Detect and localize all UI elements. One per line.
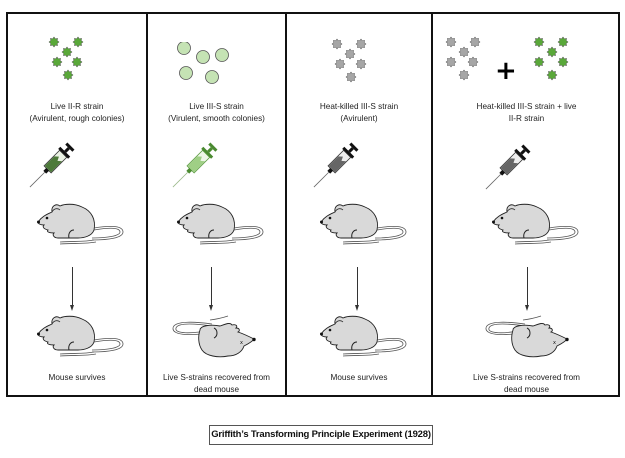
heat-killed-bacterium-icon xyxy=(331,38,343,50)
panel-divider xyxy=(285,12,287,397)
smooth-bacteria-cluster-icon xyxy=(177,42,229,84)
syringe-icon xyxy=(485,144,531,190)
syringe-icon xyxy=(313,142,359,188)
outcome-text: dead mouse xyxy=(193,384,240,394)
outcome-text: Live S-strains recovered from xyxy=(163,373,270,382)
outcome-label: Mouse survives xyxy=(8,372,146,384)
heat-killed-bacterium-icon xyxy=(467,56,479,68)
arrow-down-icon xyxy=(525,305,529,311)
arrow-line xyxy=(527,267,528,307)
heat-killed-bacterium-icon xyxy=(355,58,367,70)
smooth-bacterium-icon xyxy=(215,48,229,62)
arrow-line xyxy=(72,267,73,307)
rough-bacterium-icon xyxy=(546,69,558,81)
rough-bacterium-icon xyxy=(557,36,569,48)
outcome-label: Live S-strains recovered from dead mouse xyxy=(433,372,620,395)
panel-heat-killed-iii-s: Heat-killed III-S strain (Avirulent) Mou… xyxy=(287,12,431,397)
panel-heat-killed-plus-live: + Heat-killed III-S strain + live II-R s… xyxy=(433,12,620,397)
heat-killed-bacterium-icon xyxy=(345,71,357,83)
heat-killed-bacteria-cluster-icon xyxy=(445,36,481,81)
heat-killed-bacterium-icon xyxy=(334,58,346,70)
rough-bacterium-icon xyxy=(546,46,558,58)
panel-live-iii-s: Live III-S strain (Virulent, smooth colo… xyxy=(148,12,285,397)
strain-name: Live III-S strain xyxy=(189,102,244,111)
outcome-text: Mouse survives xyxy=(330,373,388,382)
mouse-dead-icon xyxy=(485,315,570,358)
diagram-title: Griffith’s Transforming Principle Experi… xyxy=(209,425,433,445)
smooth-bacterium-icon xyxy=(177,42,191,55)
heat-killed-bacterium-icon xyxy=(445,56,457,68)
plus-icon: + xyxy=(495,56,517,86)
strain-name: Heat-killed III-S strain + live xyxy=(476,102,577,111)
rough-bacteria-cluster-icon xyxy=(48,36,84,81)
outcome-label: Mouse survives xyxy=(287,372,431,384)
heat-killed-bacterium-icon xyxy=(469,36,481,48)
strain-name: Heat-killed III-S strain xyxy=(319,102,399,111)
strain-description: (Virulent, smooth colonies) xyxy=(168,113,265,123)
syringe-icon xyxy=(172,142,218,188)
mouse-alive-icon xyxy=(491,203,579,245)
rough-bacterium-icon xyxy=(533,36,545,48)
heat-killed-bacteria-cluster-icon xyxy=(331,38,367,83)
heat-killed-bacterium-icon xyxy=(445,36,457,48)
mouse-dead-icon xyxy=(172,315,257,358)
rough-bacterium-icon xyxy=(62,69,74,81)
rough-bacterium-icon xyxy=(51,56,63,68)
smooth-bacterium-icon xyxy=(205,70,219,84)
rough-bacteria-cluster-icon xyxy=(533,36,569,81)
mouse-alive-icon xyxy=(36,203,124,245)
heat-killed-bacterium-icon xyxy=(458,69,470,81)
syringe-icon xyxy=(29,142,75,188)
strain-label: Heat-killed III-S strain + live II-R str… xyxy=(433,101,620,124)
outcome-label: Live S-strains recovered from dead mouse xyxy=(148,372,285,395)
rough-bacterium-icon xyxy=(72,36,84,48)
outcome-text: Live S-strains recovered from xyxy=(473,373,580,382)
strain-description: (Avirulent) xyxy=(340,113,378,123)
heat-killed-bacterium-icon xyxy=(458,46,470,58)
panel-divider xyxy=(431,12,433,397)
outcome-text: Mouse survives xyxy=(48,373,106,382)
outcome-text: dead mouse xyxy=(503,384,550,394)
smooth-bacterium-icon xyxy=(196,50,210,64)
arrow-line xyxy=(357,267,358,307)
mouse-alive-icon xyxy=(36,315,124,357)
heat-killed-bacterium-icon xyxy=(355,38,367,50)
strain-label: Live III-S strain (Virulent, smooth colo… xyxy=(148,101,285,124)
mouse-alive-icon xyxy=(319,315,407,357)
arrow-down-icon xyxy=(70,305,74,311)
diagram-frame xyxy=(6,12,620,397)
strain-description: (Avirulent, rough colonies) xyxy=(29,113,125,123)
arrow-down-icon xyxy=(355,305,359,311)
strain-label: Live II-R strain (Avirulent, rough colon… xyxy=(8,101,146,124)
smooth-bacterium-icon xyxy=(179,66,193,80)
strain-name: Live II-R strain xyxy=(50,102,104,111)
arrow-line xyxy=(211,267,212,307)
strain-description: II-R strain xyxy=(508,113,545,123)
heat-killed-bacterium-icon xyxy=(344,48,356,60)
panel-divider xyxy=(146,12,148,397)
mouse-alive-icon xyxy=(319,203,407,245)
rough-bacterium-icon xyxy=(71,56,83,68)
mouse-alive-icon xyxy=(176,203,264,245)
rough-bacterium-icon xyxy=(61,46,73,58)
rough-bacterium-icon xyxy=(533,56,545,68)
rough-bacterium-icon xyxy=(557,56,569,68)
strain-label: Heat-killed III-S strain (Avirulent) xyxy=(287,101,431,124)
arrow-down-icon xyxy=(209,305,213,311)
rough-bacterium-icon xyxy=(48,36,60,48)
panel-live-ii-r: Live II-R strain (Avirulent, rough colon… xyxy=(8,12,146,397)
